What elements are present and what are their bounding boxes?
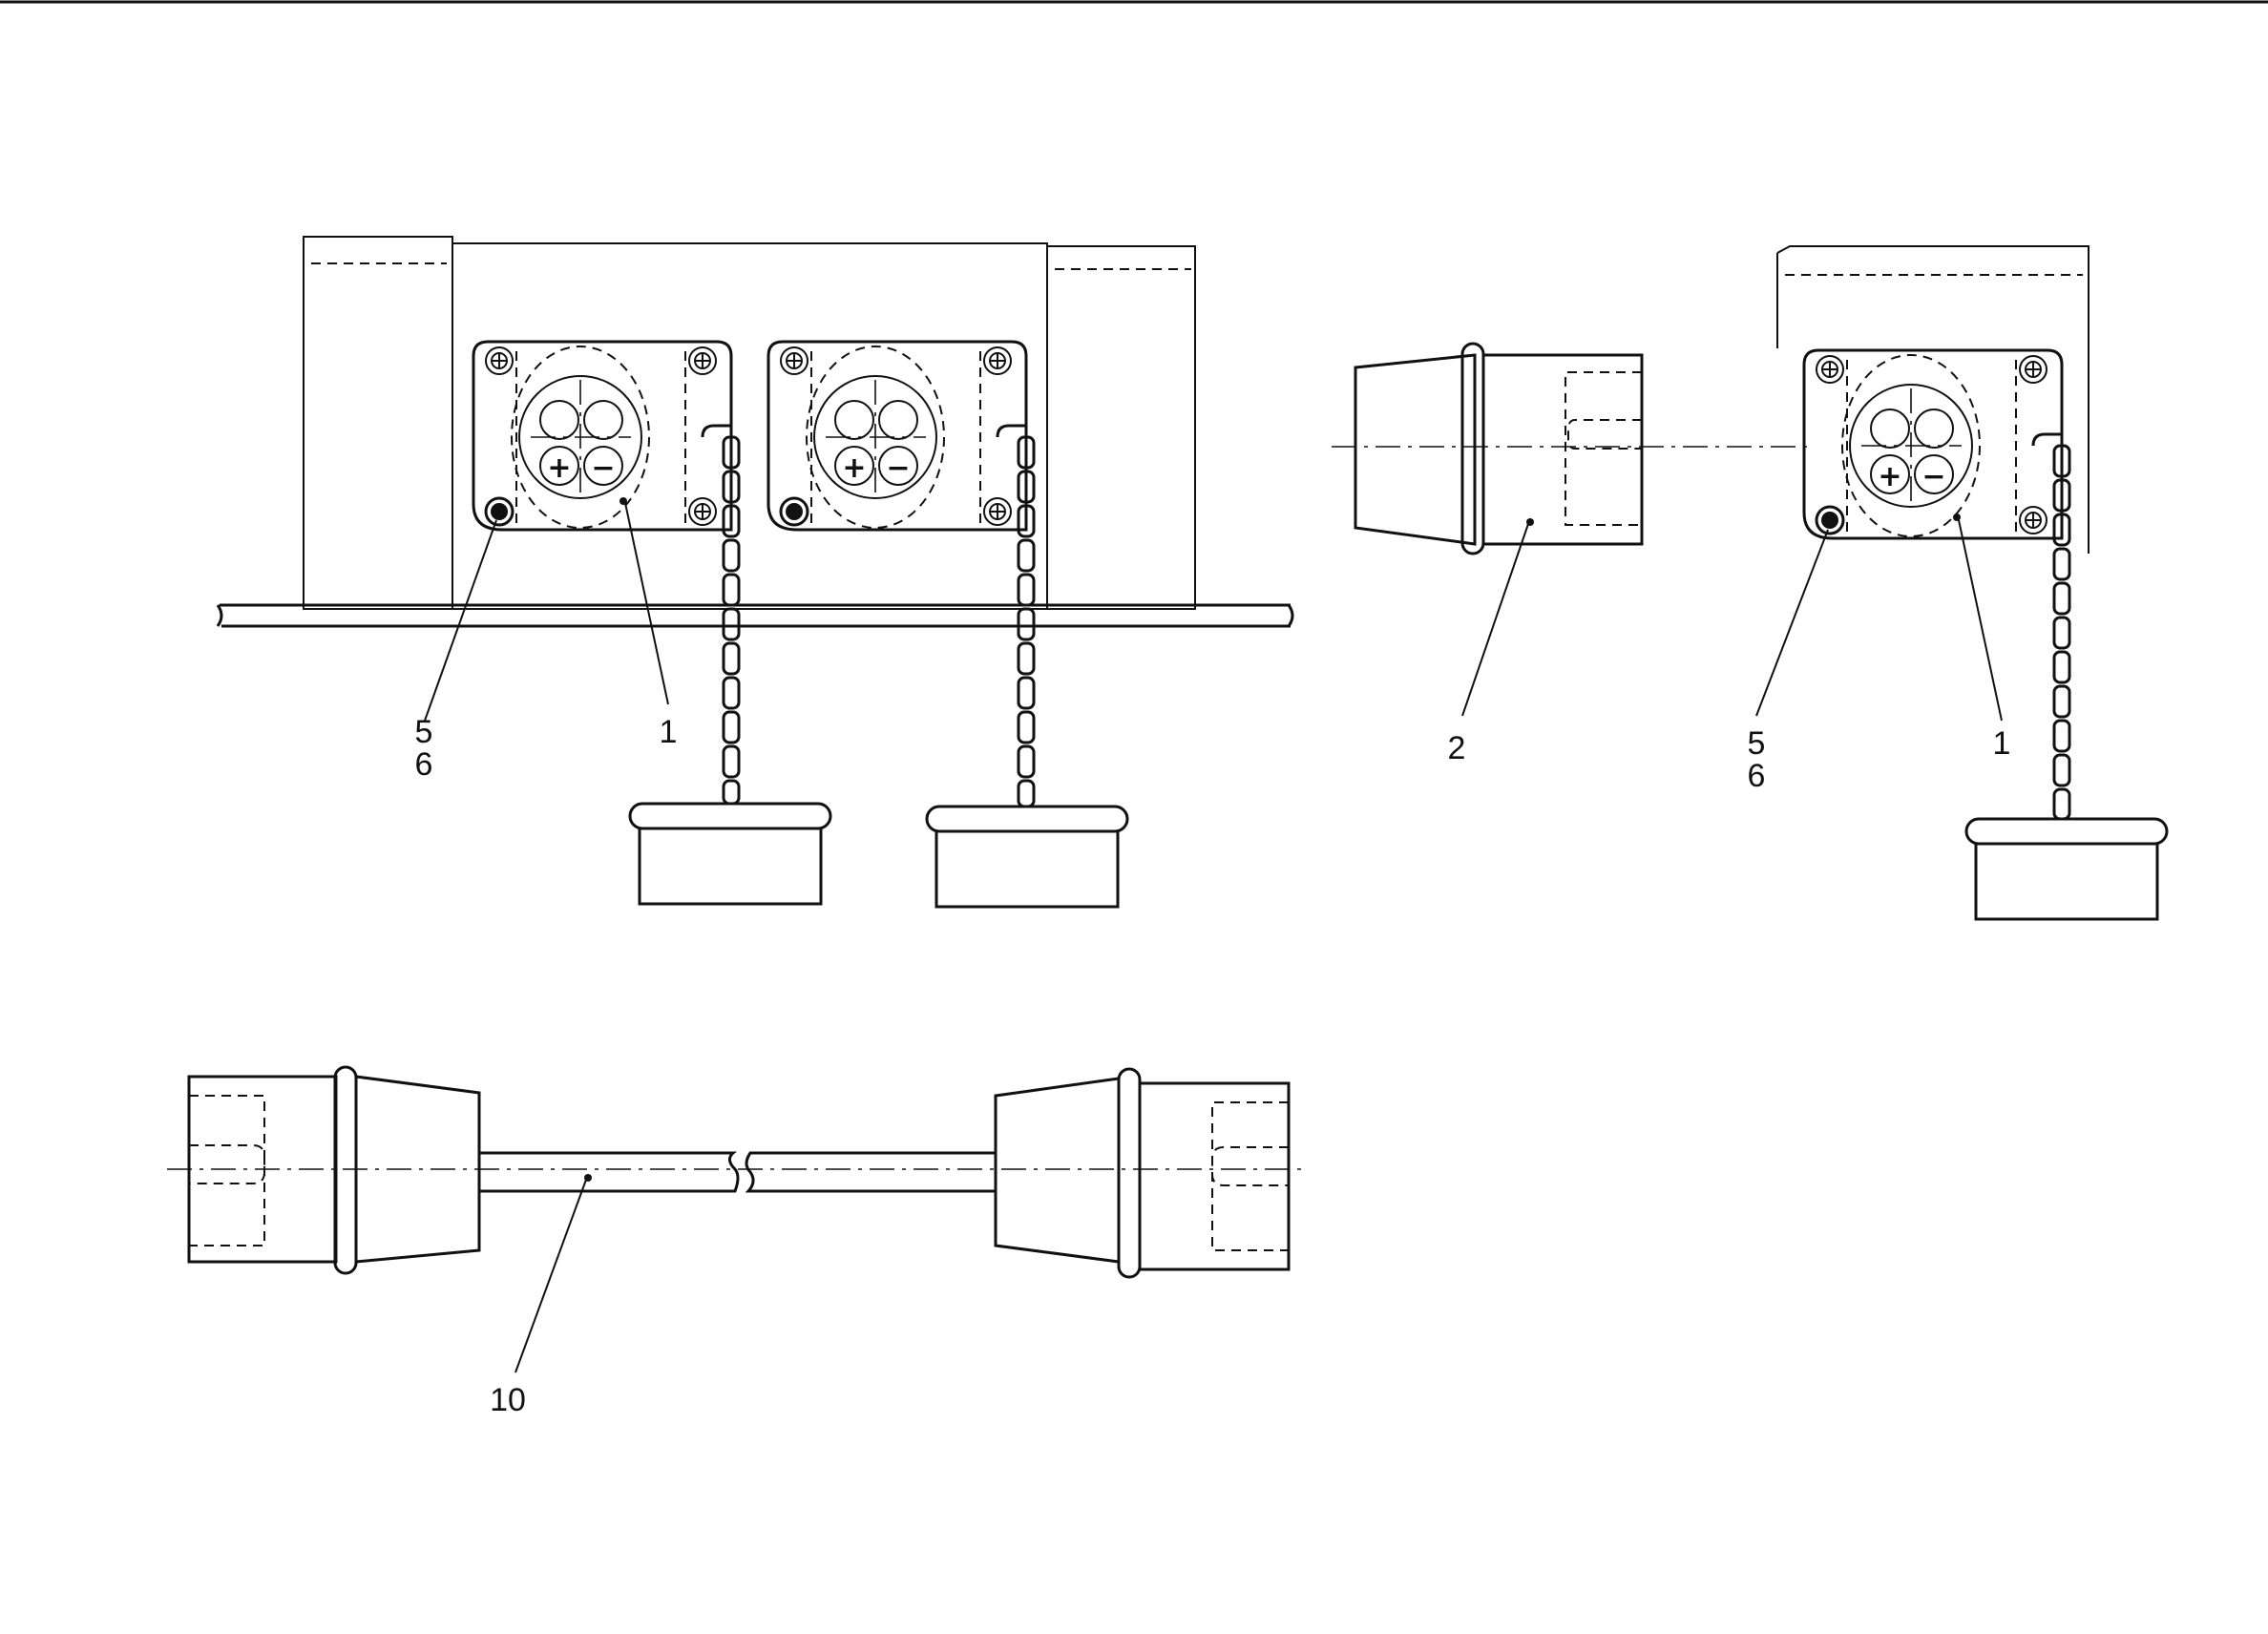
chain-link [722, 435, 741, 470]
chain-link [1017, 538, 1036, 573]
chain-link [722, 744, 741, 779]
chain-link [722, 470, 741, 504]
callout-label: 6 [1748, 758, 1766, 794]
protective-cap [1964, 817, 2169, 921]
extension-cable [167, 1065, 1303, 1373]
protective-cap [628, 802, 832, 906]
chain-link [2052, 684, 2071, 719]
plus-symbol: + [842, 451, 866, 485]
plug-unit [1332, 342, 1814, 717]
chain-link [1017, 710, 1036, 744]
chain [1017, 435, 1036, 808]
protective-cap [925, 805, 1129, 909]
chain-link [2052, 616, 2071, 650]
callout-label: 1 [1993, 725, 2011, 762]
callout-label: 2 [1448, 730, 1466, 766]
chain [2052, 444, 2071, 821]
left-housing [216, 236, 1294, 628]
minus-symbol: − [591, 451, 615, 485]
callout-label: 10 [490, 1382, 526, 1418]
chain-link [2052, 753, 2071, 787]
chain-link [2052, 547, 2071, 581]
chain-link [2052, 650, 2071, 684]
chain-link [1017, 435, 1036, 470]
minus-symbol: − [886, 451, 910, 485]
chain-link [1017, 504, 1036, 538]
plus-symbol: + [1878, 460, 1901, 493]
chain-link [2052, 581, 2071, 616]
callout-label: 1 [660, 714, 678, 750]
chain-link [1017, 573, 1036, 607]
callout-label: 6 [415, 746, 433, 783]
chain-link [1017, 470, 1036, 504]
left-socket-unit-a [472, 340, 733, 532]
left-socket-unit-b [766, 340, 1028, 532]
chain-link [722, 538, 741, 573]
chain-link [722, 607, 741, 641]
chain-link [1017, 607, 1036, 641]
chain-link [722, 710, 741, 744]
chain-link [722, 779, 741, 806]
chain-link [722, 504, 741, 538]
right-housing [1776, 245, 2090, 554]
chain-link [2052, 478, 2071, 513]
chain-link [2052, 513, 2071, 547]
minus-symbol: − [1922, 460, 1945, 493]
chain-link [2052, 719, 2071, 753]
right-socket-unit [1802, 348, 2064, 540]
chain-link [2052, 444, 2071, 478]
plus-symbol: + [547, 451, 571, 485]
chain-link [722, 573, 741, 607]
chain-link [1017, 744, 1036, 779]
chain [722, 435, 741, 806]
callout-label: 5 [1748, 725, 1766, 762]
chain-link [722, 641, 741, 676]
chain-link [2052, 787, 2071, 821]
chain-link [1017, 676, 1036, 710]
callout-label: 5 [415, 714, 433, 750]
chain-link [1017, 641, 1036, 676]
chain-link [1017, 779, 1036, 808]
chain-link [722, 676, 741, 710]
